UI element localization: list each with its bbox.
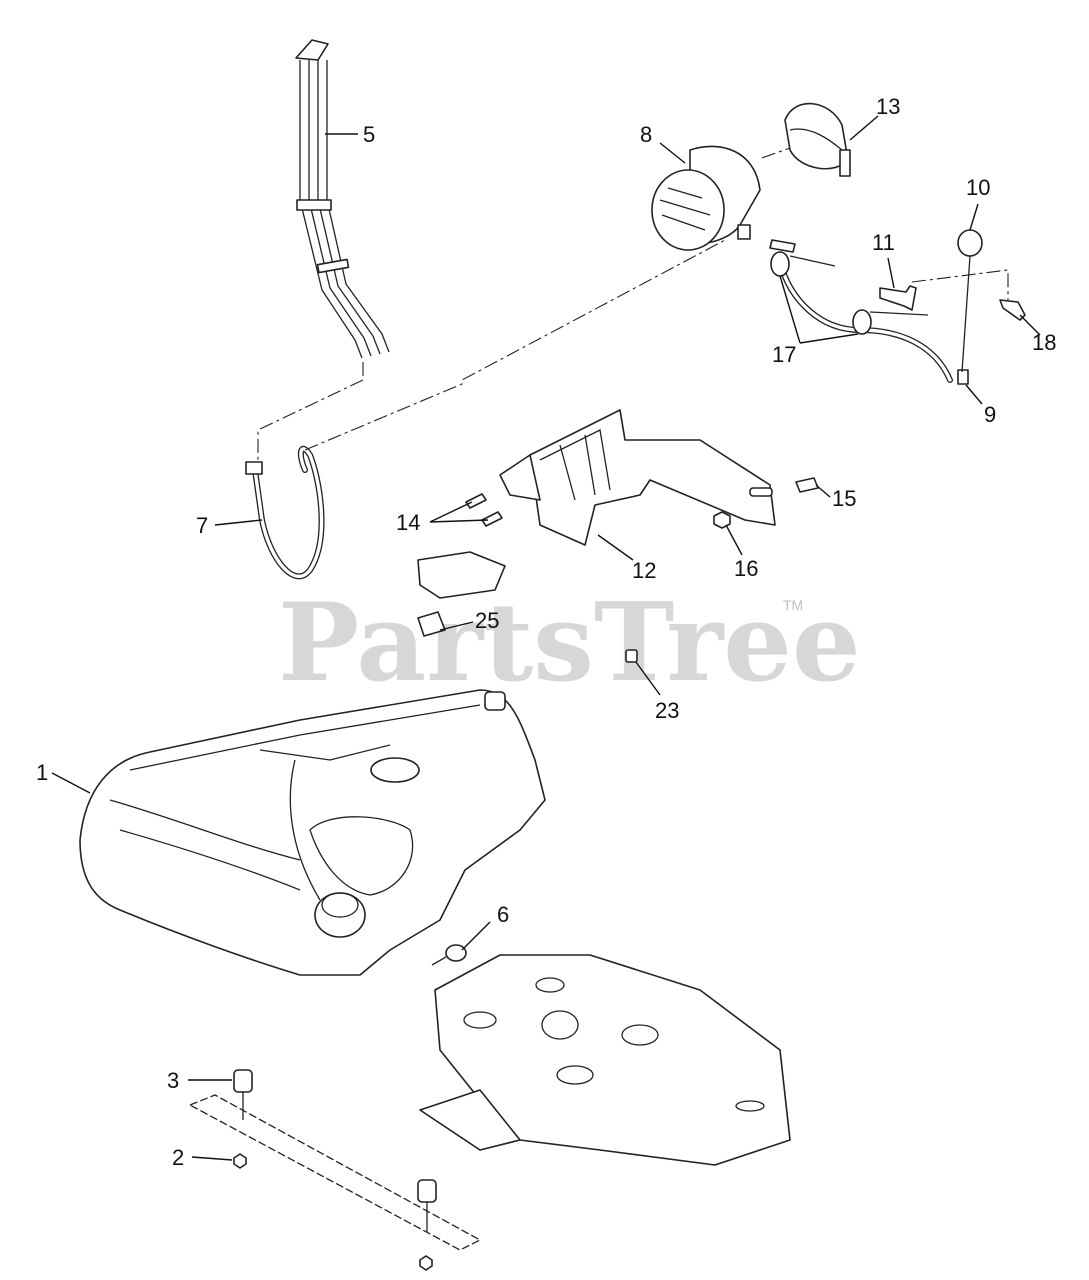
part-11-fitting[interactable] [879,285,917,311]
part-8-canister[interactable] [651,145,761,251]
callouts: 1 2 3 5 6 7 8 9 10 11 12 13 14 15 16 17 … [36,94,1056,1170]
part-2-nuts[interactable] [233,1153,433,1271]
part-6-plate[interactable] [419,944,791,1166]
callout-15: 15 [832,486,856,511]
callout-6: 6 [497,902,509,927]
callout-1: 1 [36,760,48,785]
callout-12: 12 [632,558,656,583]
line-8-to-13 [761,147,791,159]
callout-17: 17 [772,342,796,367]
part-7-hose[interactable] [245,445,325,580]
callout-25: 25 [475,608,499,633]
callout-13: 13 [876,94,900,119]
callout-3: 3 [167,1068,179,1093]
watermark-text: PartsTree [278,580,861,706]
part-17-clips[interactable] [769,239,929,335]
line-11-to-18 [911,269,1009,300]
watermark: PartsTree TM [278,580,861,706]
line-5-to-7 [257,379,364,462]
part-3-bumpers[interactable] [233,1069,437,1232]
base-strap [188,1094,482,1251]
part-23-sleeve[interactable] [625,649,638,663]
part-9-hose[interactable] [777,259,969,385]
callout-18: 18 [1032,330,1056,355]
watermark-trademark: TM [783,597,803,613]
part-15-bolt[interactable] [795,477,819,493]
part-14-bolts[interactable] [465,493,503,527]
callout-5: 5 [363,122,375,147]
part-10-cap[interactable] [957,229,983,373]
callout-9: 9 [984,402,996,427]
leader-lines [51,115,1041,1161]
callout-16: 16 [734,556,758,581]
callout-8: 8 [640,122,652,147]
callout-11: 11 [872,230,895,255]
callout-23: 23 [655,698,679,723]
part-16-nut[interactable] [713,511,731,529]
part-5-fuel-lines[interactable] [295,39,390,380]
line-7-to-8 [304,239,726,451]
part-12-bracket[interactable] [499,409,776,546]
part-25-connector[interactable] [417,551,506,637]
part-13-strap-clamp[interactable] [784,102,851,177]
part-1-fuel-tank[interactable] [79,689,546,976]
callout-2: 2 [172,1145,184,1170]
callout-10: 10 [966,175,990,200]
callout-14: 14 [396,510,420,535]
callout-7: 7 [196,513,208,538]
